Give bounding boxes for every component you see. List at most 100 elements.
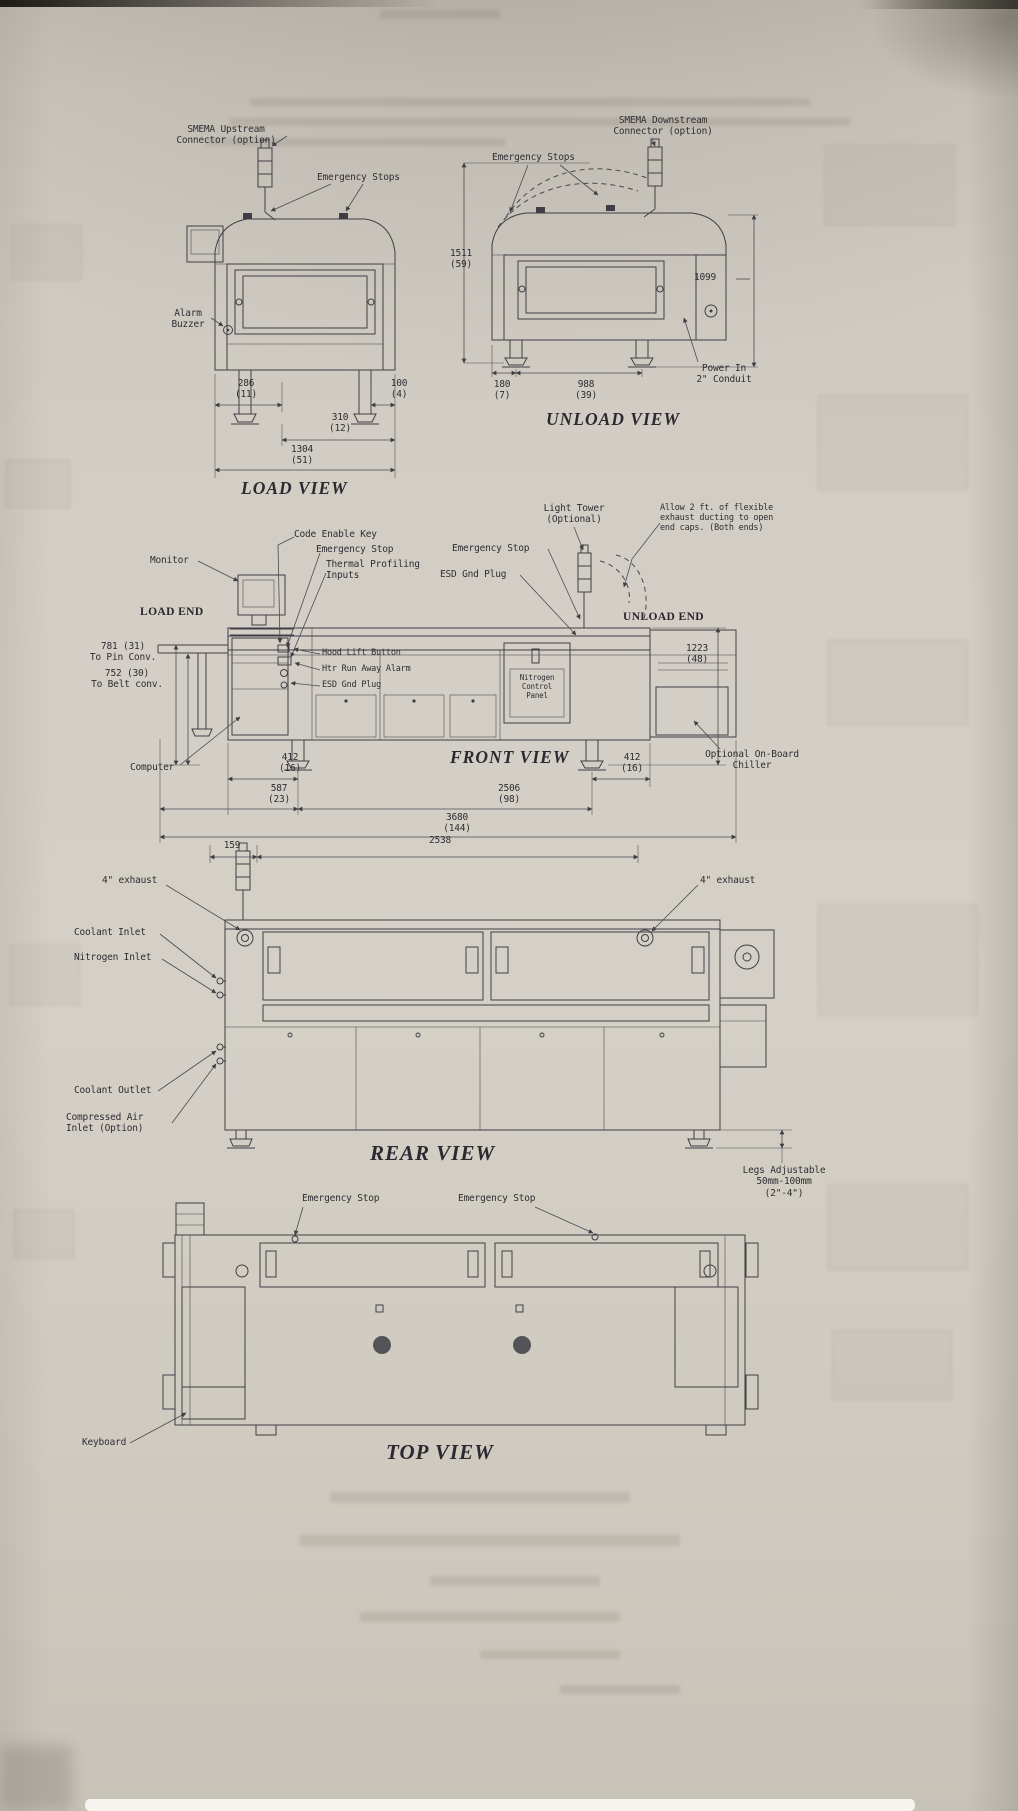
- label-emergency-stop-right: Emergency Stop: [458, 1193, 536, 1204]
- bleedthrough-artifact: [818, 905, 978, 1015]
- fan-icon: [373, 1336, 391, 1354]
- dim-2538: 2538: [428, 835, 452, 846]
- light-tower-icon: [257, 139, 276, 221]
- exhaust-port-icon: [636, 929, 654, 947]
- dim-286: 286 (11): [234, 378, 258, 401]
- emergency-stop-icon: [606, 205, 615, 211]
- label-nitrogen-panel: Nitrogen Control Panel: [519, 673, 555, 700]
- top-view-title: TOP VIEW: [386, 1440, 494, 1464]
- fan-icon: [513, 1336, 531, 1354]
- load-view: SMEMA Upstream Connector (option) Emerge…: [135, 112, 465, 512]
- hood-controls-icons: [277, 644, 292, 689]
- emergency-stop-icon: [591, 1233, 599, 1241]
- chiller-icon: [655, 686, 729, 736]
- label-code-enable-key: Code Enable Key: [294, 529, 377, 540]
- label-alarm-buzzer: Alarm Buzzer: [171, 308, 205, 331]
- dim-180: 180 (7): [493, 379, 511, 402]
- scan-edge-bottom: [85, 1799, 915, 1811]
- bleedthrough-artifact: [205, 138, 505, 146]
- label-compressed-air: Compressed Air Inlet (Option): [66, 1112, 144, 1135]
- label-coolant-outlet: Coolant Outlet: [74, 1085, 152, 1096]
- emergency-stop-icon: [339, 213, 348, 219]
- label-light-tower: Light Tower (Optional): [543, 503, 605, 526]
- dim-412-right: 412 (16): [620, 752, 644, 775]
- top-view-drawing: [129, 1202, 759, 1444]
- dim-1223: 1223 (48): [685, 643, 709, 666]
- label-unload-end: UNLOAD END: [623, 611, 704, 623]
- label-smema-upstream: SMEMA Upstream Connector (option): [176, 124, 276, 147]
- dim-3680: 3680 (144): [443, 812, 471, 835]
- dim-1304: 1304 (51): [290, 444, 314, 467]
- label-htr-run-away-alarm: Htr Run Away Alarm: [322, 664, 411, 674]
- label-exhaust-right: 4" exhaust: [700, 875, 756, 886]
- front-view-drawing: [157, 522, 737, 843]
- bleedthrough-artifact: [12, 225, 82, 280]
- bleedthrough-artifact: [828, 1185, 968, 1270]
- bleedthrough-artifact: [230, 118, 850, 126]
- rear-view-title: REAR VIEW: [370, 1141, 496, 1165]
- scan-shadow-bottom-left: [0, 1745, 72, 1811]
- light-tower-icon: [175, 1202, 205, 1236]
- top-view: Emergency Stop Emergency Stop Keyboard T…: [70, 1187, 850, 1487]
- coolant-fittings-icons: [216, 977, 226, 1065]
- bleedthrough-artifact: [14, 1210, 74, 1258]
- dim-2506: 2506 (98): [497, 783, 521, 806]
- emergency-stop-icon: [536, 207, 545, 213]
- unload-view: SMEMA Downstream Connector (option) Emer…: [440, 105, 800, 450]
- bleedthrough-artifact: [250, 98, 810, 106]
- light-tower-icon: [643, 138, 663, 218]
- scan-edge-top-right: [858, 0, 1018, 9]
- dim-belt-conv: 752 (30) To Belt conv.: [91, 668, 163, 691]
- label-coolant-inlet: Coolant Inlet: [74, 927, 146, 938]
- nitrogen-panel-icon: [503, 642, 571, 724]
- bleedthrough-artifact: [380, 10, 500, 19]
- label-esd-gnd-plug-mid: ESD Gnd Plug: [322, 680, 382, 690]
- bleedthrough-artifact: [300, 1535, 680, 1546]
- label-keyboard: Keyboard: [82, 1437, 127, 1448]
- bleedthrough-artifact: [828, 640, 968, 725]
- front-view: Monitor Code Enable Key Emergency Stop T…: [80, 497, 850, 847]
- dim-988: 988 (39): [574, 379, 598, 402]
- computer-cabinet-icon: [231, 637, 289, 736]
- exhaust-port-icon: [236, 929, 254, 947]
- bleedthrough-artifact: [330, 1492, 630, 1503]
- monitor-side-icon: [186, 225, 224, 263]
- open-hood-dashed-line: [505, 168, 651, 218]
- bleedthrough-artifact: [818, 395, 968, 490]
- label-nitrogen-inlet: Nitrogen Inlet: [74, 952, 152, 963]
- bleedthrough-artifact: [825, 145, 955, 225]
- bleedthrough-artifact: [10, 945, 80, 1005]
- unload-view-drawing: [461, 138, 758, 377]
- label-smema-downstream: SMEMA Downstream Connector (option): [613, 115, 713, 138]
- label-emergency-stop-right: Emergency Stop: [452, 543, 530, 554]
- front-view-title: FRONT VIEW: [450, 747, 570, 767]
- dim-1099: 1099: [694, 272, 717, 283]
- label-thermal-profiling: Thermal Profiling Inputs: [326, 559, 420, 582]
- keyboard-icon: [181, 1386, 246, 1420]
- light-tower-icon: [577, 544, 592, 628]
- label-monitor: Monitor: [150, 555, 189, 566]
- emergency-stop-icon: [243, 213, 252, 219]
- load-view-drawing: [186, 135, 396, 478]
- label-chiller: Optional On-Board Chiller: [705, 749, 799, 772]
- monitor-icon: [237, 574, 286, 626]
- label-hood-lift-button: Hood Lift Button: [322, 648, 401, 658]
- bleedthrough-artifact: [832, 1330, 952, 1400]
- light-tower-icon: [235, 842, 251, 920]
- label-computer: Computer: [130, 762, 175, 773]
- label-legs-adjustable: Legs Adjustable 50mm-100mm (2"-4"): [742, 1165, 826, 1199]
- label-exhaust-note: Allow 2 ft. of flexible exhaust ducting …: [660, 503, 774, 534]
- dim-159: 159: [223, 840, 241, 851]
- dim-pin-conv: 781 (31) To Pin Conv.: [89, 641, 157, 664]
- load-view-title: LOAD VIEW: [241, 478, 348, 498]
- rear-view-drawing: [157, 842, 792, 1163]
- label-emergency-stops: Emergency Stops: [317, 172, 400, 183]
- bleedthrough-artifact: [560, 1685, 680, 1694]
- power-conduit-icon: [704, 304, 718, 318]
- bleedthrough-artifact: [6, 460, 70, 508]
- dim-412-left: 412 (16): [278, 752, 302, 775]
- unload-view-title: UNLOAD VIEW: [546, 409, 681, 429]
- dim-1511: 1511 (59): [449, 248, 473, 271]
- monitor-top-icon: [181, 1286, 246, 1388]
